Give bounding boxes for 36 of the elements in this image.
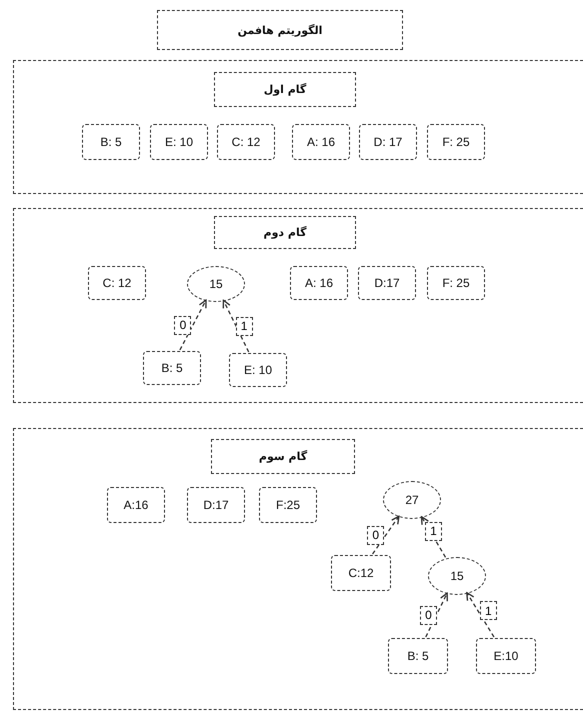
edge-label: 1 bbox=[425, 522, 442, 540]
edge-label: 0 bbox=[367, 526, 384, 545]
symbol-box: F:25 bbox=[259, 487, 317, 523]
sum-ellipse: 15 bbox=[187, 266, 245, 302]
symbol-box: E: 10 bbox=[229, 353, 287, 387]
title-box: الگوریتم هافمن bbox=[157, 10, 403, 50]
symbol-box: C:12 bbox=[331, 555, 391, 591]
step-heading-box: گام سوم bbox=[211, 438, 355, 474]
step-heading-box: گام دوم bbox=[214, 216, 356, 248]
connector-line bbox=[222, 300, 250, 352]
symbol-box: E:10 bbox=[476, 638, 536, 674]
edge-label: 0 bbox=[174, 316, 192, 335]
symbol-box: B: 5 bbox=[388, 638, 448, 674]
symbol-box: D:17 bbox=[187, 487, 245, 523]
edge-label: 1 bbox=[480, 601, 497, 620]
connector-line bbox=[179, 299, 207, 350]
edge-label: 0 bbox=[420, 606, 437, 625]
symbol-box: F: 25 bbox=[427, 124, 485, 160]
sum-ellipse: 15 bbox=[428, 557, 486, 595]
symbol-box: B: 5 bbox=[143, 351, 201, 385]
step-panel bbox=[13, 60, 583, 194]
symbol-box: B: 5 bbox=[82, 124, 140, 160]
symbol-box: A:16 bbox=[107, 487, 165, 523]
connector-line bbox=[420, 516, 446, 558]
symbol-box: A: 16 bbox=[290, 266, 348, 300]
symbol-box: C: 12 bbox=[88, 266, 146, 300]
symbol-box: E: 10 bbox=[150, 124, 208, 160]
symbol-box: A: 16 bbox=[292, 124, 350, 160]
symbol-box: D:17 bbox=[358, 266, 416, 300]
step-heading-box: گام اول bbox=[214, 72, 356, 106]
symbol-box: D: 17 bbox=[359, 124, 417, 160]
sum-ellipse: 27 bbox=[383, 481, 441, 519]
edge-label: 1 bbox=[236, 316, 253, 336]
symbol-box: F: 25 bbox=[427, 266, 485, 300]
connector-line bbox=[466, 592, 495, 638]
symbol-box: C: 12 bbox=[217, 124, 275, 160]
